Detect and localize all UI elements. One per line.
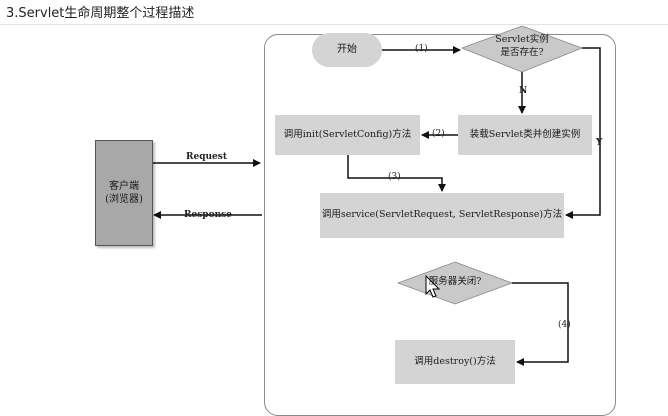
init-method-box: 调用init(ServletConfig)方法 — [275, 115, 420, 155]
request-label: Request — [186, 152, 227, 162]
load-class-box: 装载Servlet类并创建实例 — [458, 115, 592, 155]
client-sublabel: (浏览器) — [105, 194, 143, 205]
step2-label: (2) — [432, 129, 445, 139]
service-method-box: 调用service(ServletRequest, ServletRespons… — [320, 193, 564, 238]
response-label: Response — [184, 210, 232, 220]
exists-decision-line2: 是否存在? — [500, 46, 544, 58]
step1-label: (1) — [415, 44, 428, 54]
step3-label: (3) — [388, 172, 401, 182]
mouse-cursor-icon — [425, 274, 441, 298]
flow-diagram-svg — [152, 25, 601, 366]
no-label: N — [519, 86, 528, 96]
client-browser-box: 客户端 (浏览器) — [95, 140, 153, 246]
arrow-shutdown-to-destroy — [512, 282, 569, 366]
client-label: 客户端 — [109, 180, 139, 192]
exists-decision-label: Servlet实例 是否存在? — [470, 34, 574, 60]
start-node: 开始 — [312, 33, 382, 67]
arrow-check-yes-to-service — [565, 47, 601, 219]
exists-decision-line1: Servlet实例 — [495, 34, 549, 45]
destroy-method-box: 调用destroy()方法 — [395, 340, 515, 384]
arrow-init-to-service — [347, 155, 446, 192]
step4-label: (4) — [558, 320, 571, 330]
shutdown-decision-label: 服务器关闭? — [428, 276, 482, 287]
page-title: 3.Servlet生命周期整个过程描述 — [6, 6, 195, 21]
title-divider — [0, 24, 668, 25]
yes-label: Y — [596, 138, 603, 148]
